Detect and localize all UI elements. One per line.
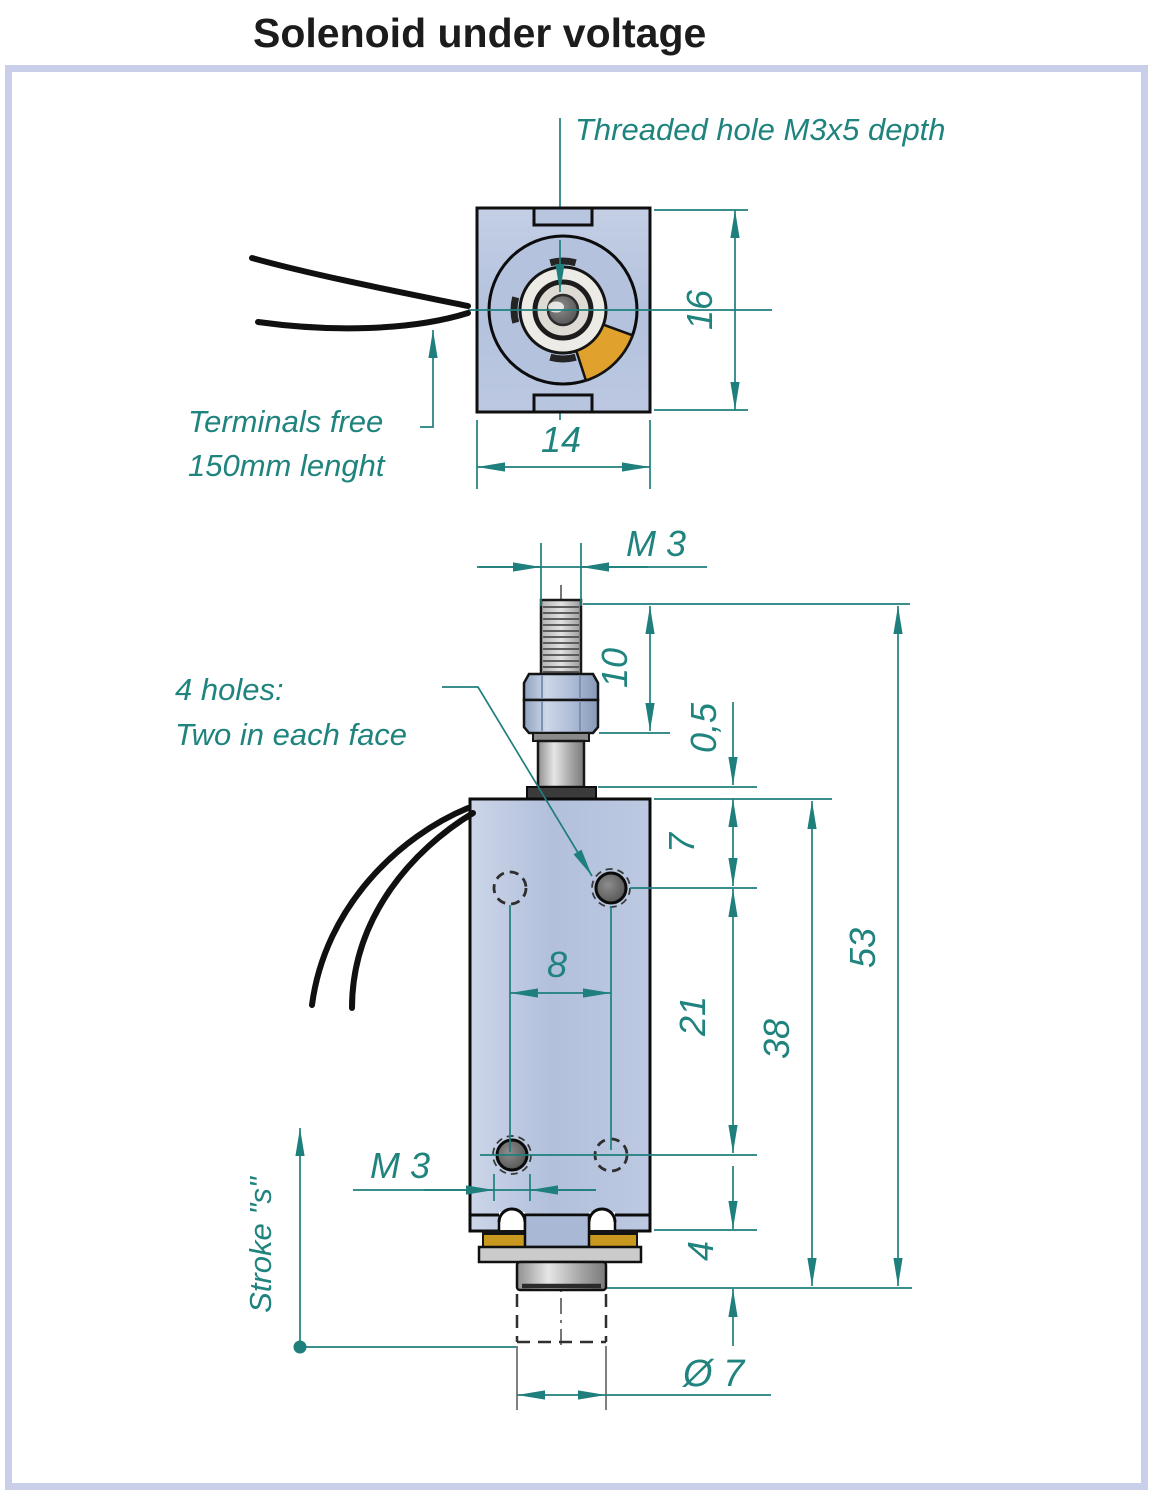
stud-thread-hatching <box>543 606 579 673</box>
terminals-note-line2: 150mm lenght <box>188 448 386 483</box>
dim38-label: 38 <box>756 1019 797 1059</box>
hole-upper-right <box>594 871 628 905</box>
dimM3bot-label: M 3 <box>370 1145 430 1186</box>
terminals-note-line1: Terminals free <box>188 404 383 439</box>
page-title: Solenoid under voltage <box>253 10 706 56</box>
plunger-tip <box>515 1260 608 1292</box>
dim21-label: 21 <box>672 996 713 1037</box>
dim7-label: 7 <box>661 831 702 853</box>
drawing-frame-border <box>5 65 1148 1490</box>
hex-nut-upper <box>522 672 600 702</box>
plunger-shaft <box>536 739 586 789</box>
coil-cutaway-sector <box>574 323 635 382</box>
dim16-label: 16 <box>679 289 720 330</box>
dimM3top-label: M 3 <box>626 523 686 564</box>
side-view: 8 M 3 10 0,5 7 21 4 38 <box>243 523 912 1410</box>
dim14-label: 14 <box>541 419 581 460</box>
holes-note-leader-arrow <box>442 686 593 877</box>
threaded-hole-note: Threaded hole M3x5 depth <box>575 112 946 147</box>
bottom-plate <box>477 1245 643 1264</box>
holes-note-line2: Two in each face <box>175 717 407 752</box>
mounting-notch-right <box>587 1207 617 1223</box>
terminal-wires-top-view <box>249 255 471 332</box>
holes-note-line1: 4 holes: <box>175 672 284 707</box>
mounting-notch-left <box>497 1207 527 1223</box>
top-view-top-notch <box>532 206 594 227</box>
top-view-bottom-notch <box>532 393 594 414</box>
hex-nut-facet-lines <box>541 675 581 731</box>
dia7-label: Ø 7 <box>681 1353 746 1395</box>
dim8-label: 8 <box>547 944 567 985</box>
top-plate-cap <box>526 786 597 800</box>
stroke-origin-dot <box>293 1340 307 1354</box>
threaded-stud <box>539 598 583 678</box>
terminal-wires-side-view <box>309 805 476 1011</box>
plunger-extended-position <box>515 1294 608 1344</box>
stroke-note-label: Stroke "s" <box>243 1175 278 1313</box>
dim05-label: 0,5 <box>683 702 724 753</box>
dim4-label: 4 <box>680 1241 721 1261</box>
top-view: 16 14 <box>249 118 772 489</box>
terminals-leader-arrow <box>420 330 438 428</box>
solenoid-body <box>468 797 652 1217</box>
hex-nut-lower <box>522 698 600 735</box>
dim10-label: 10 <box>594 648 635 688</box>
dim53-label: 53 <box>842 928 883 968</box>
bottom-center-block <box>523 1213 591 1249</box>
hidden-hole-upper-left <box>492 870 528 906</box>
